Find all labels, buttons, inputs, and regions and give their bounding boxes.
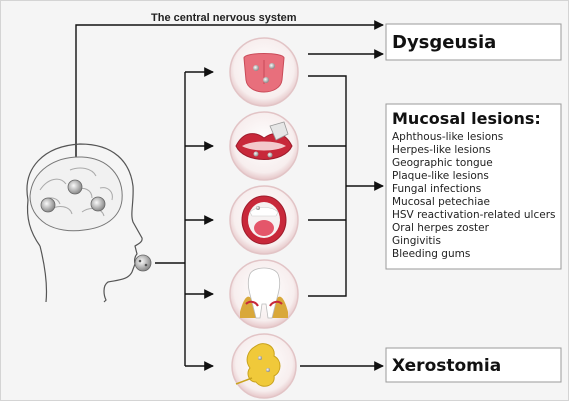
mucosal-lesions-box: Mucosal lesions: Aphthous-like lesions H… xyxy=(386,104,561,269)
lesion-item: Fungal infections xyxy=(392,183,481,195)
lips-icon xyxy=(230,112,298,180)
dysgeusia-title: Dysgeusia xyxy=(392,32,496,53)
mucosal-bracket xyxy=(308,76,383,296)
head-brain-icon xyxy=(27,144,142,302)
lesion-item: Bleeding gums xyxy=(392,248,470,260)
lesion-item: Herpes-like lesions xyxy=(392,144,491,156)
tongue-icon xyxy=(230,38,298,106)
lesion-item: Aphthous-like lesions xyxy=(392,131,503,143)
mucosal-title: Mucosal lesions: xyxy=(392,109,541,128)
lesion-item: Mucosal petechiae xyxy=(392,196,490,208)
xerostomia-title: Xerostomia xyxy=(392,356,501,376)
dysgeusia-box: Dysgeusia xyxy=(386,24,561,60)
lesion-item: Gingivitis xyxy=(392,235,441,247)
tooth-gum-icon xyxy=(230,260,298,328)
open-mouth-icon xyxy=(230,186,298,254)
virus-icon xyxy=(135,255,151,271)
lesion-item: Oral herpes zoster xyxy=(392,222,490,234)
lesion-item: Plaque-like lesions xyxy=(392,170,489,182)
salivary-gland-icon xyxy=(232,334,296,398)
cns-connector xyxy=(76,25,383,160)
lesion-item: Geographic tongue xyxy=(392,157,493,169)
cns-label: The central nervous system xyxy=(151,12,297,24)
main-branch-connectors xyxy=(155,72,213,366)
lesion-item: HSV reactivation-related ulcers xyxy=(392,209,556,221)
xerostomia-box: Xerostomia xyxy=(386,348,561,382)
